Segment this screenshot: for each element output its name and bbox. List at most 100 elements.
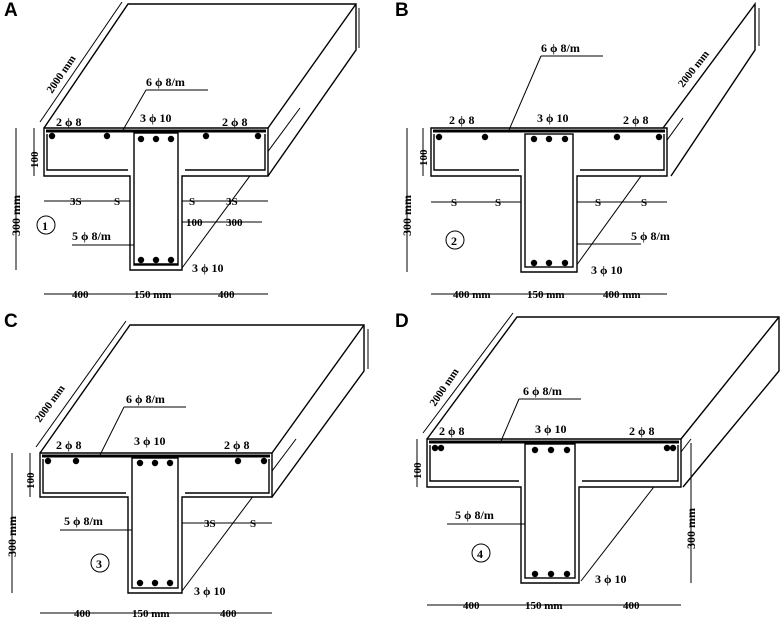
- t-section: [430, 127, 668, 273]
- flange-bar-right: [185, 459, 270, 494]
- spacing-label: S: [451, 197, 457, 209]
- width-web-label: 150 mm: [134, 289, 172, 301]
- bar-dot: [481, 133, 489, 141]
- bar-dot: [545, 259, 553, 267]
- t-section: [43, 127, 269, 271]
- width-web-label: 150 mm: [132, 608, 170, 620]
- stirrup: [133, 132, 179, 266]
- bar-dot: [561, 259, 569, 267]
- spacing-label: S: [495, 197, 501, 209]
- flange-bar-left: [42, 459, 126, 494]
- bar-dot: [260, 457, 268, 465]
- top-left-bars-label: 2 ϕ 8: [56, 115, 82, 129]
- bar-dot: [137, 256, 145, 264]
- panel-d: D 2000 mm 6 ϕ 8/m 2 ϕ 8 3 ϕ 10 2 ϕ 8 100…: [391, 311, 782, 622]
- width-web-label: 150 mm: [527, 289, 565, 301]
- section-number: 1: [42, 219, 48, 233]
- bar-dot: [437, 444, 445, 452]
- stirrup-label: 5 ϕ 8/m: [72, 229, 111, 243]
- beam-diagram-a: 2000 mm 6 ϕ 8/m 2 ϕ 8 3 ϕ 10 2 ϕ 8 100 3…: [9, 1, 360, 301]
- leader-line: [508, 55, 542, 131]
- bar-dot: [563, 570, 571, 578]
- bar-dot: [254, 132, 262, 140]
- bar-dot: [563, 446, 571, 454]
- bar-dot: [151, 459, 159, 467]
- bar-dot: [72, 457, 80, 465]
- bar-dot: [669, 444, 677, 452]
- bar-dot: [136, 459, 144, 467]
- flange-thick-label: 100: [418, 149, 430, 166]
- leader-line: [99, 406, 125, 456]
- bar-dot: [545, 135, 553, 143]
- section-number: 2: [451, 234, 457, 248]
- section-number-circle: [36, 215, 56, 235]
- top-right-bars-label: 2 ϕ 8: [224, 438, 250, 452]
- top-left-bars-label: 2 ϕ 8: [56, 438, 82, 452]
- flange-top-label: 6 ϕ 8/m: [523, 384, 562, 398]
- bar-dot: [44, 457, 52, 465]
- spacing-label: S: [114, 196, 120, 208]
- spacing-label: 3S: [204, 518, 216, 530]
- width-right-label: 400: [623, 600, 640, 612]
- width-right-label: 400 mm: [603, 289, 641, 301]
- stirrup: [524, 133, 574, 268]
- bar-dot: [613, 133, 621, 141]
- height-label: 300 mm: [684, 508, 698, 549]
- bar-dot: [137, 135, 145, 143]
- bar-dot: [166, 579, 174, 587]
- leader-line: [122, 89, 147, 131]
- web-bottom-edge: [181, 438, 297, 592]
- panel-letter: A: [4, 0, 18, 21]
- length-dim-line: [39, 1, 123, 123]
- width-web-label: 150 mm: [525, 600, 563, 612]
- bar-dot: [167, 256, 175, 264]
- bar-dot: [561, 135, 569, 143]
- extra-dim-label: 100: [186, 217, 203, 229]
- slab-edge: [267, 3, 357, 129]
- bottom-bars-label: 3 ϕ 10: [591, 263, 623, 277]
- width-right-label: 400: [218, 289, 235, 301]
- slab-side-outline: [662, 1, 756, 177]
- bar-dot: [435, 133, 443, 141]
- t-section: [39, 452, 273, 594]
- top-mid-bars-label: 3 ϕ 10: [140, 111, 172, 125]
- height-label: 300 mm: [400, 195, 414, 236]
- bar-dot: [152, 256, 160, 264]
- flange-bar-left: [429, 445, 519, 482]
- section-number-circle: [90, 553, 110, 573]
- panel-letter: C: [4, 311, 18, 332]
- beam-diagram-d: 2000 mm 6 ϕ 8/m 2 ϕ 8 3 ϕ 10 2 ϕ 8 100 3…: [412, 312, 780, 612]
- bar-dot: [166, 459, 174, 467]
- bar-dot: [530, 259, 538, 267]
- flange-bar-right: [185, 134, 266, 171]
- top-mid-bars-label: 3 ϕ 10: [134, 434, 166, 448]
- bar-dot: [202, 132, 210, 140]
- bar-dot: [103, 132, 111, 140]
- stirrup-label: 5 ϕ 8/m: [631, 229, 670, 243]
- top-right-bars-label: 2 ϕ 8: [623, 113, 649, 127]
- top-left-bars-label: 2 ϕ 8: [449, 113, 475, 127]
- stirrup-label: 5 ϕ 8/m: [455, 508, 494, 522]
- beam-diagram-c: 2000 mm 6 ϕ 8/m 2 ϕ 8 3 ϕ 10 2 ϕ 8 100 3…: [5, 320, 369, 620]
- spacing-label: S: [595, 197, 601, 209]
- bar-dot: [167, 135, 175, 143]
- spacing-label: 3S: [226, 196, 238, 208]
- length-label: 2000 mm: [45, 53, 79, 95]
- beam-diagram-b: 2000 mm 6 ϕ 8/m 2 ϕ 8 3 ϕ 10 2 ϕ 8 100 3…: [400, 1, 760, 301]
- flange-thick-label: 100: [29, 151, 41, 168]
- section-number-circle: [471, 543, 491, 563]
- width-left-label: 400: [74, 608, 91, 620]
- extra-dim-label: 300: [226, 217, 243, 229]
- t-section: [426, 438, 682, 584]
- bottom-bars-label: 3 ϕ 10: [194, 584, 226, 598]
- flange-thick-label: 100: [412, 462, 424, 479]
- top-right-bars-label: 2 ϕ 8: [222, 115, 248, 129]
- length-label: 2000 mm: [428, 366, 462, 408]
- length-dim-line: [422, 312, 514, 434]
- width-right-label: 400: [220, 608, 237, 620]
- spacing-label: S: [641, 197, 647, 209]
- bar-dot: [547, 570, 555, 578]
- stirrup: [131, 457, 179, 589]
- bar-dot: [531, 446, 539, 454]
- length-dim-line: [35, 320, 127, 448]
